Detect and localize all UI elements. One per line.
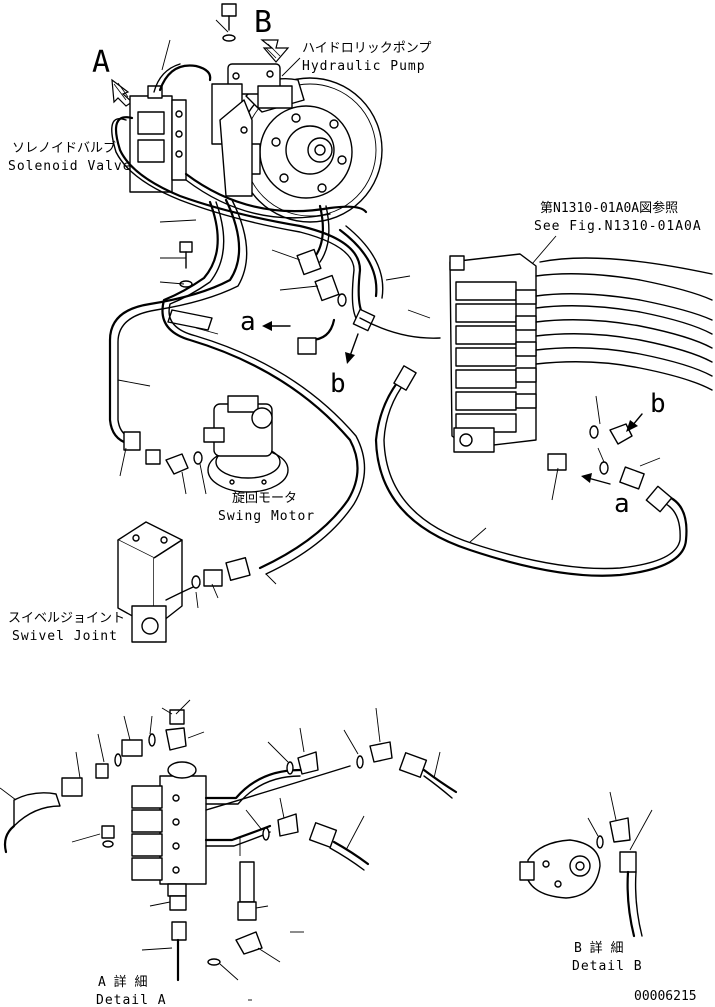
solenoid-valve — [129, 85, 187, 193]
see-fig-label-jp: 第N1310-01A0A図参照 — [540, 200, 678, 216]
detail-a-solenoid-valve — [131, 761, 207, 897]
detail-a-label-jp: A 詳 細 — [98, 974, 147, 990]
arrow-a-bottom — [581, 473, 611, 485]
solenoid-valve-label-en: Solenoid Valve — [8, 159, 132, 174]
view-a-callout: A — [92, 45, 110, 80]
arrow-a-bottom-label: a — [614, 489, 630, 519]
view-b-arrow — [260, 39, 290, 63]
top-bolt — [221, 3, 237, 42]
arrow-b-right — [626, 413, 643, 432]
swing-motor-label-jp: 旋回モータ — [232, 491, 297, 506]
arrow-a-left-label: a — [240, 307, 256, 337]
swivel-joint-label-jp: スイベルジョイント — [8, 611, 125, 626]
hydraulic-pump-label-jp: ハイドロリックポンプ — [302, 41, 431, 56]
hydraulic-pump-label-en: Hydraulic Pump — [302, 59, 426, 74]
arrow-a-left — [262, 321, 291, 331]
swing-motor-label-en: Swing Motor — [218, 509, 315, 524]
solenoid-valve-label-jp: ソレノイドバルブ — [12, 140, 116, 156]
view-b-callout: B — [254, 5, 272, 40]
see-fig-label-en: See Fig.N1310-01A0A — [534, 219, 702, 234]
drawing-number: 00006215 — [634, 989, 697, 1004]
arrow-b-down — [345, 333, 359, 364]
hydraulic-pump — [211, 63, 383, 223]
detail-a-label-en: Detail A — [96, 993, 167, 1007]
arrow-b-down-label: b — [330, 369, 346, 399]
detail-b-pump-port — [519, 839, 601, 899]
view-a-arrow — [111, 78, 133, 107]
detail-b-label-jp: B 詳 細 — [574, 940, 623, 956]
control-valve — [449, 253, 537, 453]
swing-motor — [203, 395, 289, 493]
swivel-joint-label-en: Swivel Joint — [12, 629, 118, 644]
detail-b-label-en: Detail B — [572, 959, 643, 974]
arrow-b-right-label: b — [650, 389, 666, 419]
swivel-joint — [117, 521, 183, 643]
